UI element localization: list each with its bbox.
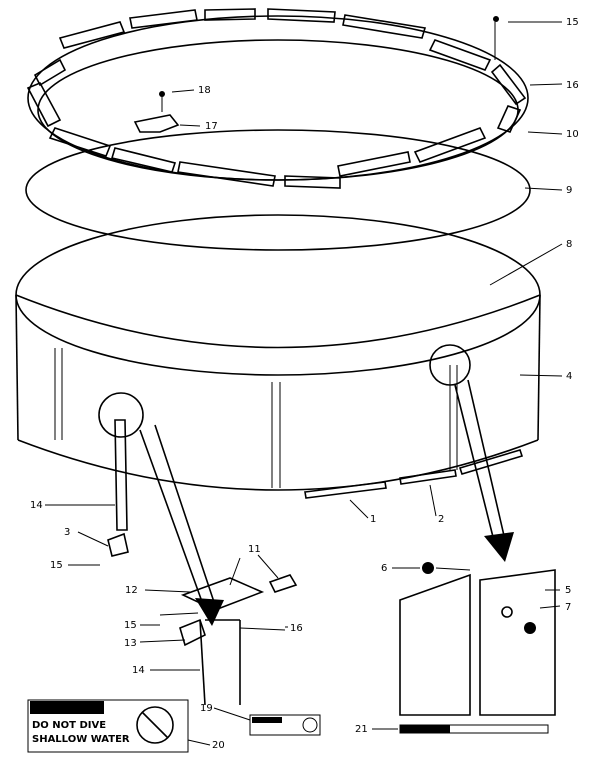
- sign-line1: DO NOT DIVE: [32, 720, 106, 731]
- callout-21: 21: [355, 724, 368, 735]
- callout-5: 5: [565, 585, 571, 596]
- callout-14: 14: [132, 665, 145, 676]
- warning-sign: DANGER DO NOT DIVE SHALLOW WATER: [27, 699, 189, 753]
- callout-11: 11: [248, 544, 261, 555]
- callout-1: 1: [370, 514, 376, 525]
- callout-15: 15: [566, 17, 579, 28]
- callout-15: 15: [50, 560, 63, 571]
- sign-line2: SHALLOW WATER: [32, 734, 130, 745]
- callout-12: 12: [125, 585, 138, 596]
- callout-17: 17: [205, 121, 218, 132]
- upright-post: [114, 419, 128, 531]
- callout-labels: 15 16 18 17 10 9 8 4 14 3 15 1 2 11 12 1…: [30, 17, 579, 751]
- rail-caps: [26, 8, 527, 189]
- callout-2: 2: [438, 514, 444, 525]
- callout-19: 19: [200, 703, 213, 714]
- callout-9: 9: [566, 185, 572, 196]
- bottom-rail-2: [399, 469, 457, 485]
- callout-13: 13: [124, 638, 137, 649]
- sign-header: DANGER: [33, 703, 80, 714]
- callout-16: 16: [566, 80, 579, 91]
- callout-20: 20: [212, 740, 225, 751]
- leader-lines: [45, 21, 563, 746]
- pool-wall: [15, 214, 541, 491]
- small-label: [249, 714, 321, 736]
- bottom-rail-1: [304, 481, 387, 499]
- top-connector-detail: [159, 574, 298, 706]
- callout-6: 6: [381, 563, 387, 574]
- coping-ring: [25, 129, 531, 251]
- callout-16: 16: [290, 623, 303, 634]
- callout-18: 18: [198, 85, 211, 96]
- callout-15: 15: [124, 620, 137, 631]
- bottom-plate: [107, 532, 129, 557]
- seat-bracket: [133, 114, 180, 133]
- callout-14: 14: [30, 500, 43, 511]
- depth-marker-tape: [372, 724, 549, 734]
- callout-7: 7: [565, 602, 571, 613]
- top-rail-ring: [26, 8, 529, 189]
- callout-4: 4: [566, 371, 572, 382]
- callout-10: 10: [566, 129, 579, 140]
- wall-seam-detail: [399, 562, 556, 716]
- callout-8: 8: [566, 239, 572, 250]
- callout-3: 3: [64, 527, 70, 538]
